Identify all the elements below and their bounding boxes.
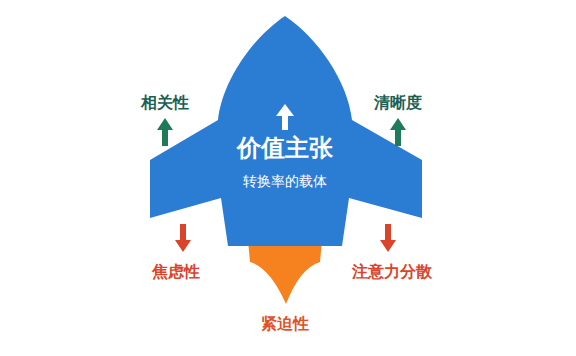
node-title: 价值主张 [231, 134, 339, 163]
up-arrow [390, 118, 406, 146]
down-arrow [175, 224, 191, 252]
rocket-node: 价值主张转换率的载体 [231, 134, 339, 190]
down-arrow [380, 224, 396, 252]
flame [248, 240, 322, 304]
up-arrow [157, 118, 173, 146]
factor-label: 清晰度 [374, 93, 422, 114]
factor-label: 紧迫性 [261, 314, 309, 335]
factor-label: 相关性 [141, 93, 189, 114]
factor-label: 注意力分散 [352, 262, 432, 283]
up-arrow [276, 104, 294, 130]
node-subtitle: 转换率的载体 [231, 173, 339, 190]
rocket-body [150, 16, 422, 246]
factor-label: 焦虑性 [152, 262, 200, 283]
